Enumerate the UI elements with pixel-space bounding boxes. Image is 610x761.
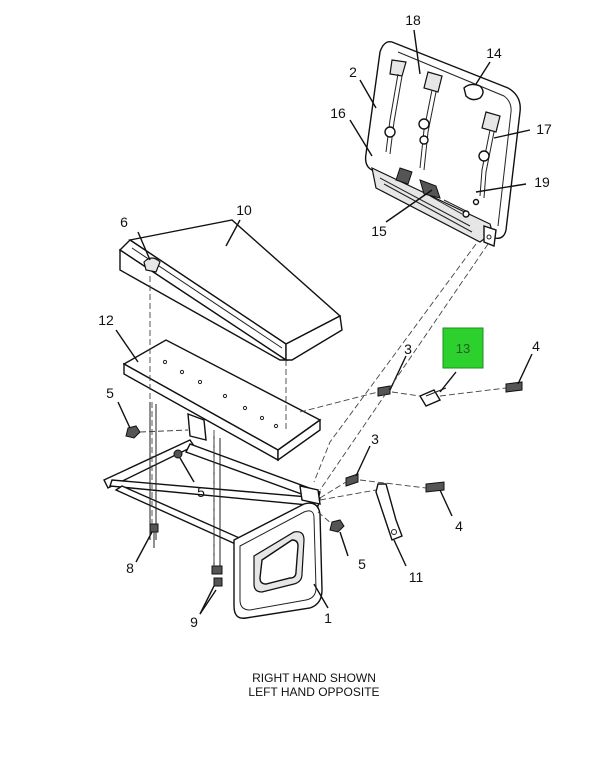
callout-4-upper: 4: [532, 338, 540, 354]
hardware: [117, 353, 533, 615]
callout-9: 9: [190, 614, 198, 630]
callout-6: 6: [120, 214, 128, 230]
bracket-11: [375, 483, 407, 567]
callout-5-center: 5: [197, 484, 205, 500]
seat-belt-center: [418, 71, 443, 171]
callout-3-upper: 3: [404, 341, 412, 357]
nut-5-right: [329, 519, 349, 557]
callout-11: 11: [409, 569, 424, 585]
callout-4-lower: 4: [455, 518, 463, 534]
caption: RIGHT HAND SHOWN LEFT HAND OPPOSITE: [248, 671, 379, 699]
seat-cushion: [118, 219, 343, 362]
callout-5-left: 5: [106, 385, 114, 401]
seat-pan: [115, 329, 322, 462]
bolt-4-lower: [425, 481, 453, 517]
callout-3-lower: 3: [371, 431, 379, 447]
seat-belt-right: [478, 111, 501, 199]
callout-14: 14: [486, 45, 502, 61]
bolt-4-upper: [505, 353, 533, 393]
caption-line-1: RIGHT HAND SHOWN: [252, 671, 376, 685]
callout-13: 13: [456, 341, 470, 356]
caption-line-2: LEFT HAND OPPOSITE: [248, 685, 379, 699]
highlight-box-13[interactable]: [442, 327, 484, 369]
bolt-3-lower: [345, 445, 371, 487]
seat-belt-left: [384, 59, 407, 155]
callout-19: 19: [534, 174, 550, 190]
clips-9: [199, 565, 223, 615]
seat-back: [349, 29, 531, 247]
callout-1: 1: [324, 610, 332, 626]
callout-8: 8: [126, 560, 134, 576]
nut-5-left: [117, 401, 141, 439]
spacer-13: [418, 371, 457, 407]
callout-17: 17: [536, 121, 552, 137]
callout-15: 15: [371, 223, 387, 239]
callout-16: 16: [330, 105, 346, 121]
callout-labels: 1 2 3 3 4 4 5 5 5 6 8 9 10 11 12 13 14 1…: [98, 12, 552, 630]
seat-back-handle: [463, 83, 484, 101]
callout-18: 18: [405, 12, 421, 28]
callout-10: 10: [236, 202, 252, 218]
bolt-3-upper: [377, 355, 407, 397]
callout-12: 12: [98, 312, 114, 328]
buckle-assembly: [395, 167, 480, 218]
nut-5-center: [173, 449, 195, 483]
assembly-lines: [139, 243, 507, 566]
callout-5-right: 5: [358, 556, 366, 572]
side-panel: [233, 502, 323, 619]
callout-2: 2: [349, 64, 357, 80]
screw-8: [135, 523, 159, 563]
